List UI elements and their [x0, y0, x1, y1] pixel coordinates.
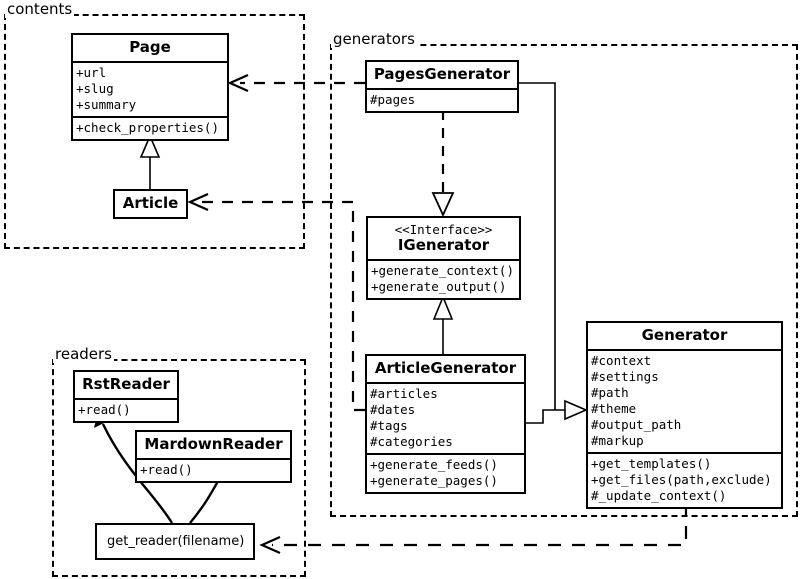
class-page-name: Page [129, 38, 171, 56]
attribute: #theme [591, 401, 637, 416]
attribute: +url [76, 65, 107, 80]
class-article-name: Article [122, 194, 179, 212]
operation: +read() [78, 402, 131, 417]
class-page-attributes: +url +slug +summary [73, 61, 227, 116]
class-pagesgenerator[interactable]: PagesGenerator #pages [365, 60, 519, 113]
attribute: #output_path [591, 417, 682, 432]
attribute: +slug [76, 81, 114, 96]
class-igenerator-operations: +generate_context() +generate_output() [368, 259, 519, 298]
class-pagesgenerator-attributes: #pages [367, 88, 517, 111]
class-page[interactable]: Page +url +slug +summary +check_properti… [71, 33, 229, 141]
class-igenerator-name: IGenerator [397, 236, 490, 254]
class-articlegenerator-attributes: #articles #dates #tags #categories [367, 382, 524, 453]
attribute: +summary [76, 97, 137, 112]
package-generators-label: generators [331, 30, 417, 48]
operation: +read() [140, 462, 193, 477]
attribute: #pages [370, 92, 416, 107]
package-contents-label: contents [5, 0, 75, 18]
attribute: #tags [370, 418, 408, 433]
function-get-reader[interactable]: get_reader(filename) [95, 523, 255, 560]
class-generator-attributes: #context #settings #path #theme #output_… [588, 349, 781, 452]
class-igenerator-stereotype: <<Interface>> [394, 222, 493, 237]
class-mardownreader[interactable]: MardownReader +read() [135, 430, 292, 483]
class-page-operations: +check_properties() [73, 116, 227, 139]
class-generator-operations: +get_templates() +get_files(path,exclude… [588, 452, 781, 507]
attribute: #categories [370, 434, 453, 449]
operation: +generate_pages() [370, 473, 498, 488]
package-contents [4, 14, 305, 249]
class-article[interactable]: Article [113, 189, 188, 219]
operation: +generate_output() [371, 279, 507, 294]
class-mardownreader-name: MardownReader [144, 435, 283, 453]
attribute: #context [591, 353, 652, 368]
class-articlegenerator[interactable]: ArticleGenerator #articles #dates #tags … [365, 354, 526, 494]
class-rstreader-operations: +read() [75, 398, 177, 421]
operation: +generate_context() [371, 263, 514, 278]
class-mardownreader-operations: +read() [137, 458, 290, 481]
class-rstreader[interactable]: RstReader +read() [73, 370, 179, 423]
class-pagesgenerator-name: PagesGenerator [373, 65, 511, 83]
package-readers-label: readers [53, 345, 114, 363]
function-get-reader-label: get_reader(filename) [107, 534, 245, 549]
class-igenerator-header: <<Interface>> IGenerator [368, 218, 519, 259]
operation: +get_files(path,exclude) [591, 472, 772, 487]
class-generator-name: Generator [641, 326, 728, 344]
class-articlegenerator-operations: +generate_feeds() +generate_pages() [367, 453, 524, 492]
operation: #_update_context() [591, 488, 727, 503]
package-generators [330, 44, 798, 517]
class-articlegenerator-name: ArticleGenerator [374, 359, 517, 377]
attribute: #settings [591, 369, 659, 384]
attribute: #path [591, 385, 629, 400]
class-igenerator[interactable]: <<Interface>> IGenerator +generate_conte… [366, 216, 521, 300]
attribute: #dates [370, 402, 416, 417]
operation: +generate_feeds() [370, 457, 498, 472]
operation: +check_properties() [76, 120, 219, 135]
class-rstreader-name: RstReader [82, 375, 170, 393]
attribute: #articles [370, 386, 438, 401]
package-readers [52, 359, 306, 577]
attribute: #markup [591, 433, 644, 448]
class-generator[interactable]: Generator #context #settings #path #them… [586, 321, 783, 509]
operation: +get_templates() [591, 456, 712, 471]
